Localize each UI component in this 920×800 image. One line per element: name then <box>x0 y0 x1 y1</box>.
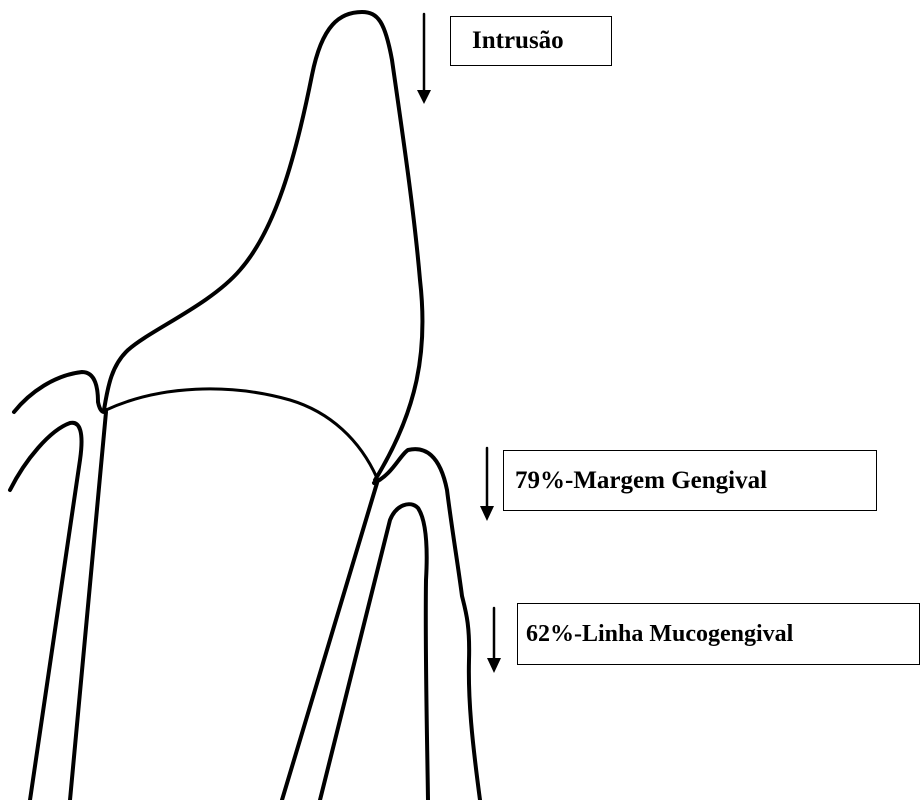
arrow-down-icon <box>487 608 501 673</box>
intrusion-label: Intrusão <box>450 16 612 66</box>
arrow-down-icon <box>480 448 494 521</box>
left-root-line <box>70 412 106 800</box>
gingival-margin-label-text: 79%-Margem Gengival <box>515 467 767 495</box>
arrow-down-icon <box>417 14 431 104</box>
tooth-crown-outline <box>104 12 423 480</box>
gingival-margin-label: 79%-Margem Gengival <box>503 450 877 511</box>
left-bone-outer <box>10 423 82 800</box>
right-root-line <box>282 483 377 800</box>
left-gingiva <box>14 372 106 412</box>
mucogingival-line-label: 62%-Linha Mucogengival <box>517 603 920 665</box>
right-alveolar-bone <box>320 504 428 800</box>
cej-line <box>106 389 377 478</box>
intrusion-label-text: Intrusão <box>472 27 564 55</box>
mucogingival-line-label-text: 62%-Linha Mucogengival <box>526 621 793 648</box>
